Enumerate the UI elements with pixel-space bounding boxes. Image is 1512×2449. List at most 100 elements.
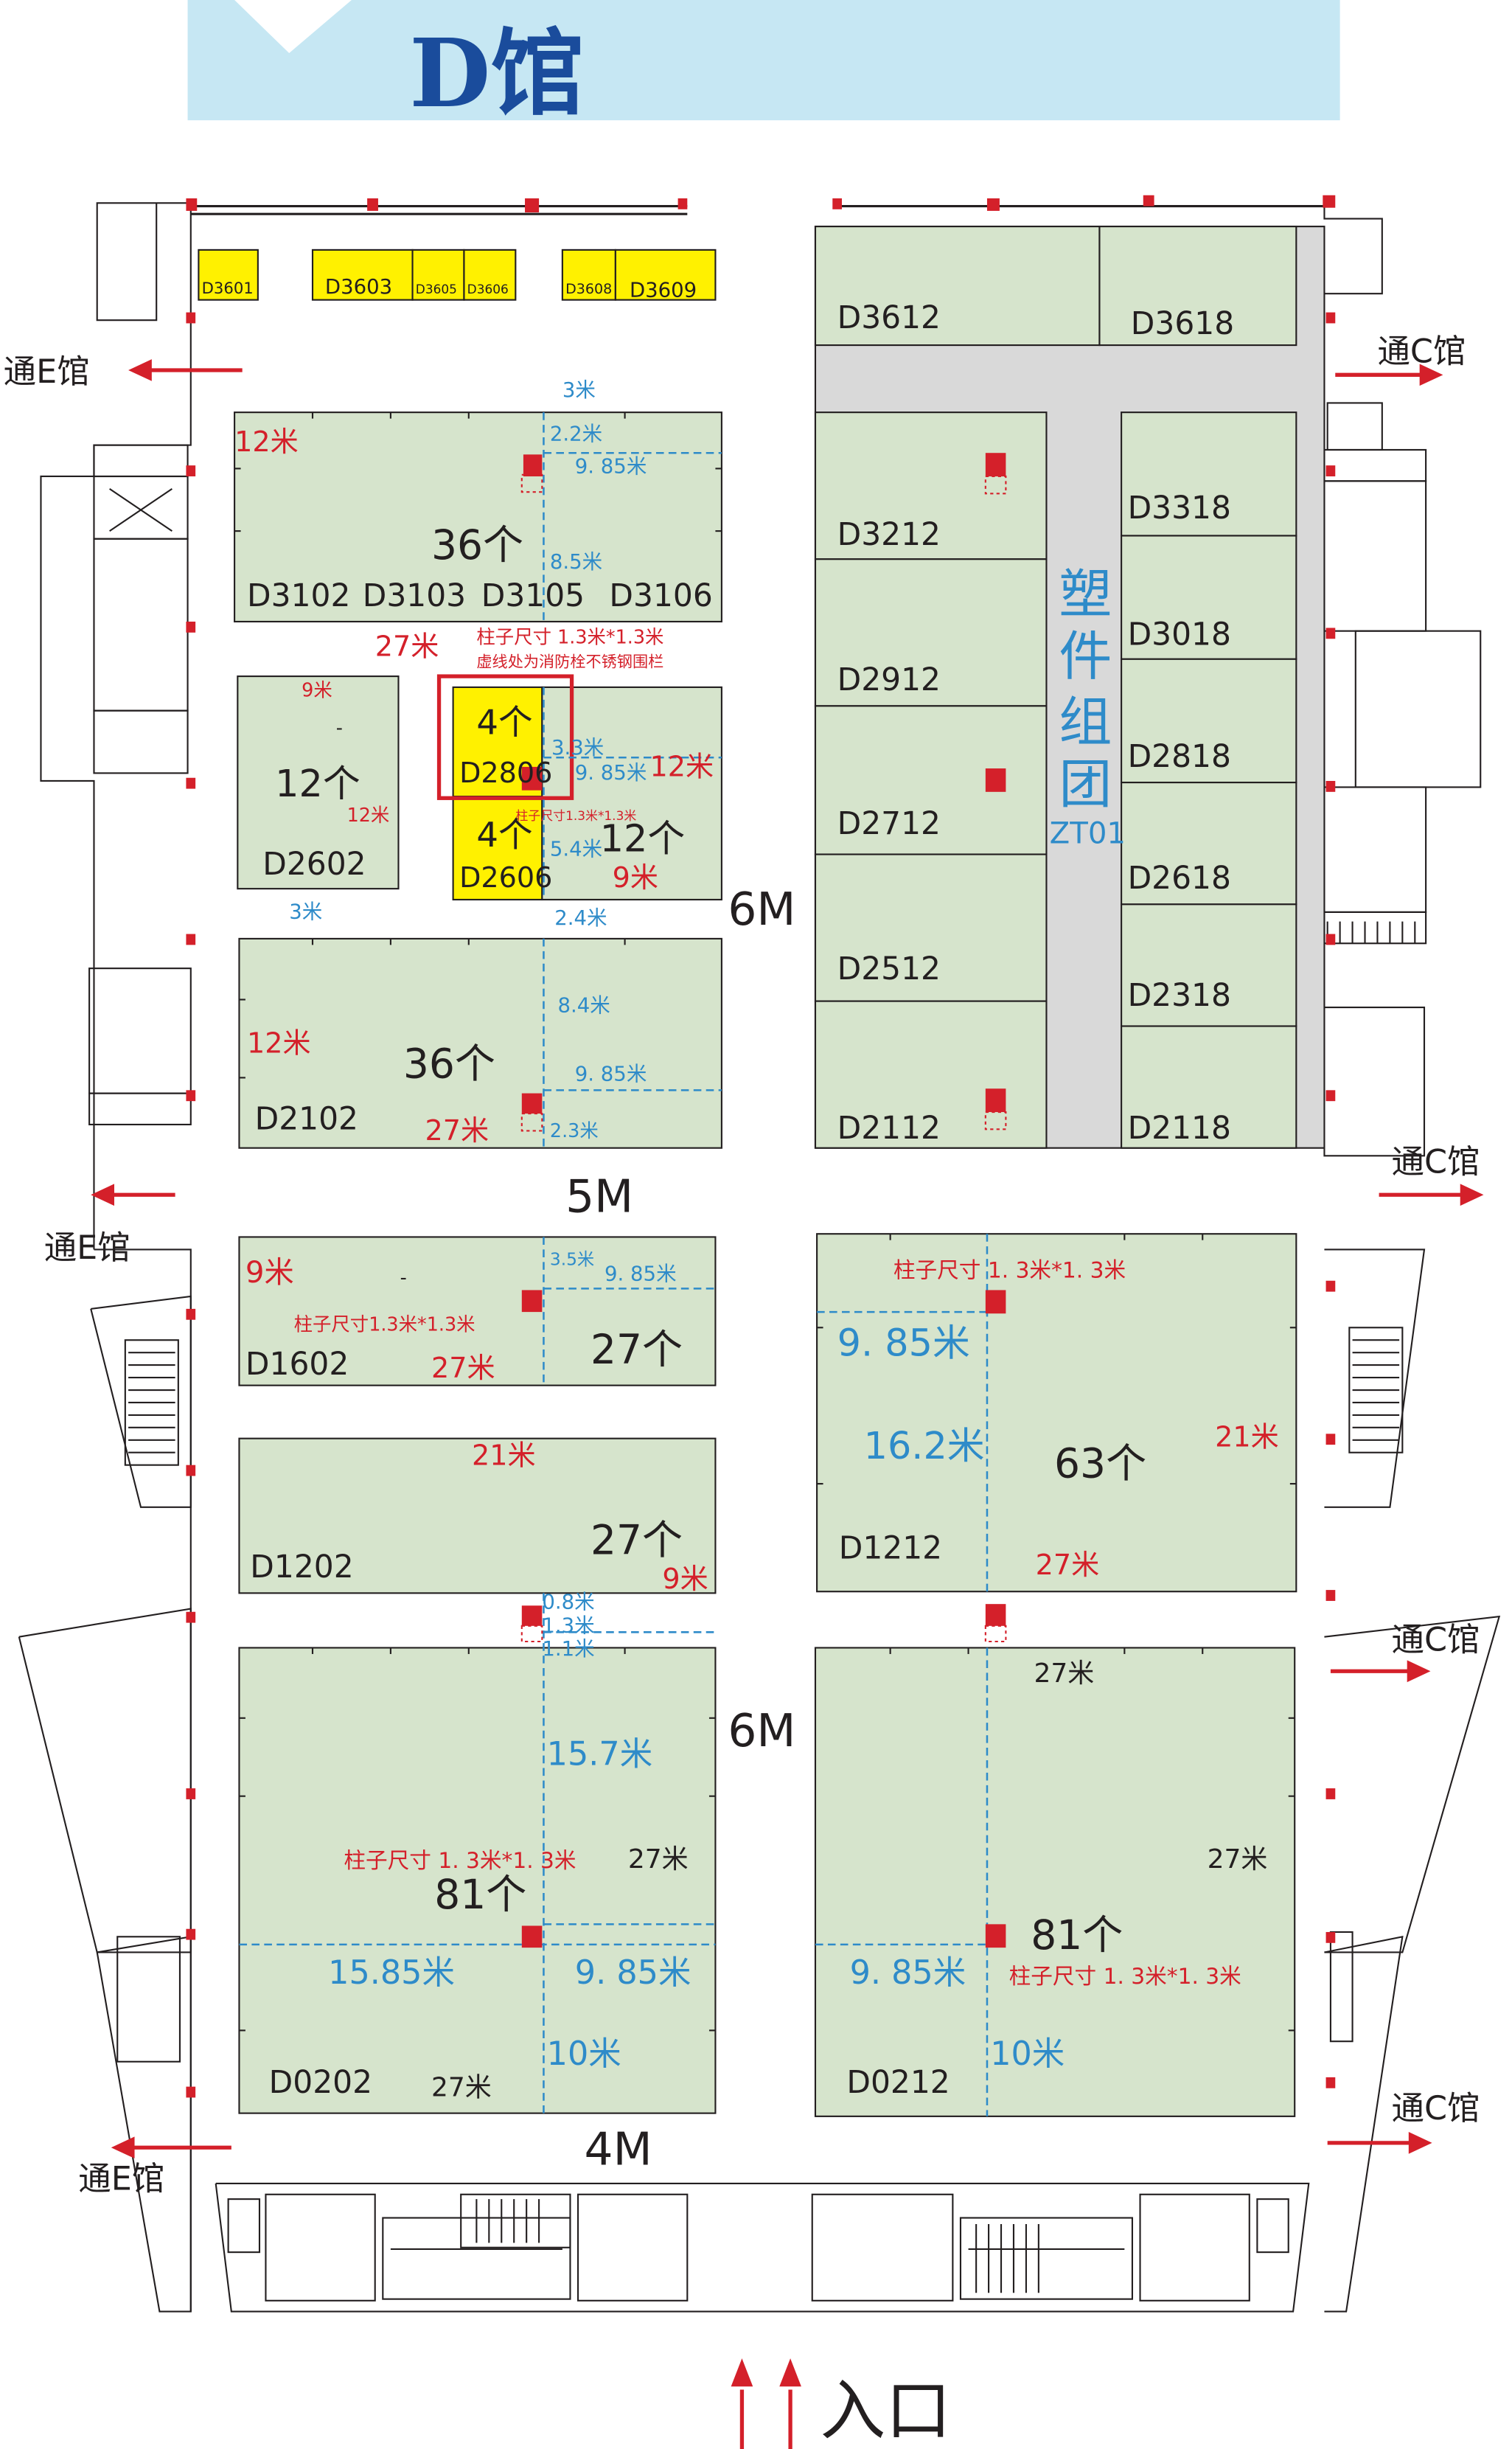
booth-d3608[interactable] xyxy=(561,249,616,301)
dim-2-3m: 2.3米 xyxy=(550,1119,599,1142)
pillar-small-dims: 0.8米 1.3米 1.1米 xyxy=(542,1591,594,1661)
right-block xyxy=(814,226,1325,2117)
booth-d2512[interactable] xyxy=(814,853,1048,1002)
dim-2-2m: 2.2米 xyxy=(550,422,602,445)
booth-d0212[interactable] xyxy=(814,1647,1296,2117)
dim-10m-d0202: 10米 xyxy=(547,2035,621,2073)
booth-d1212[interactable] xyxy=(816,1233,1297,1593)
booth-d3612[interactable] xyxy=(814,226,1101,347)
group-char-4: 团 xyxy=(1059,754,1112,816)
dim-12m-a: 12米 xyxy=(234,425,299,458)
booth-d3603[interactable] xyxy=(311,249,414,301)
corridor-6m-mid: 6M xyxy=(728,1705,795,1757)
booth-d1202-labels: 21米 27个 D1202 9米 xyxy=(250,1439,708,1595)
booth-d2102[interactable] xyxy=(238,937,722,1149)
booth-d1202[interactable] xyxy=(238,1437,717,1594)
group-code: ZT01 xyxy=(1050,817,1126,851)
label-d2818: D2818 xyxy=(1128,738,1231,774)
dim-12m-d2602: 12米 xyxy=(347,804,390,826)
label-d3106: D3106 xyxy=(609,577,712,614)
note-pillar-d1212: 柱子尺寸 1. 3米*1. 3米 xyxy=(893,1257,1126,1283)
label-d2512: D2512 xyxy=(837,951,941,987)
booth-d2712[interactable] xyxy=(814,705,1048,855)
booth-d2618[interactable] xyxy=(1121,782,1297,906)
pillars xyxy=(186,195,1336,2098)
booth-d1212-labels: 柱子尺寸 1. 3米*1. 3米 9. 85米 16.2米 63个 21米 D1… xyxy=(837,1257,1279,1581)
dim-27m-w-d0212: 27米 xyxy=(1034,1658,1095,1689)
header-banner: D馆 xyxy=(187,0,1340,128)
booth-d2912[interactable] xyxy=(814,558,1048,707)
label-to-e-top: 通E馆 xyxy=(4,353,90,391)
dim-3-3m: 3.3米 xyxy=(551,736,604,760)
dim-9m-d2602: 9米 xyxy=(302,679,332,701)
dim-9-85m-d: 9. 85米 xyxy=(605,1262,677,1286)
dim-2-4m: 2.4米 xyxy=(554,906,607,930)
label-d3601: D3601 xyxy=(202,279,254,297)
booth-d1602-labels: 9米 3.5米 9. 85米 - 柱子尺寸1.3米*1.3米 27个 D1602… xyxy=(245,1250,683,1384)
label-entrance: 入口 xyxy=(820,2372,951,2449)
top-booth-row xyxy=(198,249,717,301)
dim-12m-b: 12米 xyxy=(649,751,714,783)
label-d2618: D2618 xyxy=(1128,860,1231,896)
hall-title: D馆 xyxy=(409,18,584,128)
label-d3212: D3212 xyxy=(837,516,941,552)
count-d1212: 63个 xyxy=(1054,1440,1146,1487)
label-d3103: D3103 xyxy=(363,577,466,614)
dim-1-1m: 1.1米 xyxy=(542,1637,594,1661)
booth-d0212-labels: 27米 27米 81个 9. 85米 柱子尺寸 1. 3米*1. 3米 10米 … xyxy=(846,1658,1267,2100)
dim-27m-a: 27米 xyxy=(375,631,439,663)
booth-d2112[interactable] xyxy=(814,1000,1048,1149)
top-booth-labels: D3601 D3603 D3605 D3606 D3608 D3609 xyxy=(202,275,697,302)
dim-9-85m-f: 9. 85米 xyxy=(837,1321,970,1364)
corridor-6m-top: 6M xyxy=(728,883,795,936)
dot-d2602: - xyxy=(336,716,343,738)
booth-d3102[interactable] xyxy=(234,411,722,623)
booth-d3609[interactable] xyxy=(614,249,717,301)
dim-9-85m-g: 9. 85米 xyxy=(850,1954,966,1992)
booth-d2818[interactable] xyxy=(1121,658,1297,784)
label-d3105: D3105 xyxy=(481,577,585,614)
count-b12: 12个 xyxy=(600,816,686,860)
dim-9-85m-e: 9. 85米 xyxy=(575,1954,691,1992)
label-to-e-bottom: 通E馆 xyxy=(78,2160,164,2198)
booth-d2602[interactable] xyxy=(237,675,400,890)
dim-12m-c: 12米 xyxy=(247,1027,311,1060)
exit-arrows xyxy=(91,359,1484,2449)
label-d2712: D2712 xyxy=(837,805,941,841)
label-to-c-2: 通C馆 xyxy=(1392,1144,1480,1181)
booth-d2118[interactable] xyxy=(1121,1025,1297,1149)
count-d0202: 81个 xyxy=(434,1871,526,1918)
count-d0212: 81个 xyxy=(1031,1911,1123,1959)
count-d2102: 36个 xyxy=(403,1040,495,1087)
label-d3318: D3318 xyxy=(1128,490,1231,526)
label-d2806: D2806 xyxy=(459,757,552,789)
booth-d3601[interactable] xyxy=(198,249,259,301)
label-d1212: D1212 xyxy=(839,1530,942,1566)
booth-d3605[interactable] xyxy=(411,249,465,301)
booth-d3606[interactable] xyxy=(463,249,517,301)
group-char-2: 件 xyxy=(1059,625,1112,687)
note-pillar-d0202: 柱子尺寸 1. 3米*1. 3米 xyxy=(344,1847,576,1873)
note-pillar-d0212: 柱子尺寸 1. 3米*1. 3米 xyxy=(1009,1963,1241,1989)
label-d3618: D3618 xyxy=(1131,305,1234,341)
label-d3102: D3102 xyxy=(247,577,350,614)
booth-yellow-labels: 4个 D2806 4个 D2606 xyxy=(459,702,552,894)
booth-d1602[interactable] xyxy=(238,1236,717,1386)
corridor-5m: 5M xyxy=(565,1171,633,1223)
bottom-facilities xyxy=(215,2182,1310,2313)
top-walls xyxy=(190,204,1331,215)
label-d3018: D3018 xyxy=(1128,616,1231,653)
note-pillar-b: 柱子尺寸1.3米*1.3米 xyxy=(515,808,636,823)
grid-ticks xyxy=(234,412,1297,2032)
dim-9m-b: 9米 xyxy=(613,861,658,894)
booth-d3212[interactable] xyxy=(814,411,1048,560)
booth-d3102-labels: D3102 D3103 D3105 D3106 36个 3米 2.2米 9. 8… xyxy=(234,378,713,670)
booth-d3618[interactable] xyxy=(1098,226,1297,347)
booth-d2606[interactable] xyxy=(452,796,543,901)
label-d1602: D1602 xyxy=(245,1346,349,1382)
highlight-d2806 xyxy=(436,674,574,800)
booth-d0202[interactable] xyxy=(238,1647,717,2114)
exit-labels: 通E馆 通E馆 通E馆 通C馆 通C馆 通C馆 通C馆 入口 xyxy=(4,333,1480,2448)
booth-d3018[interactable] xyxy=(1121,535,1297,660)
